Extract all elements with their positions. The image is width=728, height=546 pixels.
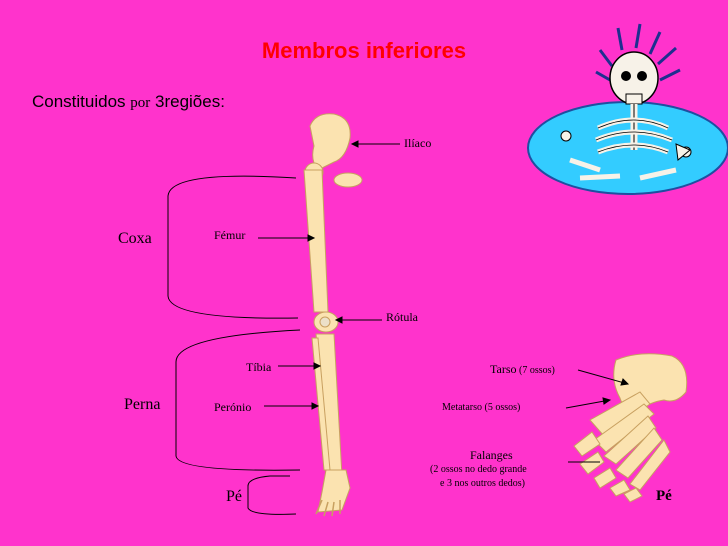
- region-coxa-label: Coxa: [118, 230, 152, 248]
- foot-pe-label: Pé: [656, 488, 672, 505]
- bone-label-tibia: Tíbia: [246, 360, 271, 375]
- foot-label-metatarso: Metatarso (5 ossos): [442, 402, 520, 413]
- page-title: Membros inferiores: [0, 38, 728, 64]
- region-perna-label: Perna: [124, 396, 160, 414]
- subtitle-prefix: Constituidos: [32, 92, 130, 111]
- bone-label-iliaco: Ilíaco: [404, 136, 431, 151]
- region-braces: [168, 176, 300, 514]
- foot-label-falanges-note1: (2 ossos no dedo grande: [430, 464, 527, 475]
- bone-label-rotula: Rótula: [386, 310, 418, 325]
- subtitle: Constituidos por 3regiões:: [32, 92, 225, 112]
- tarso-name: Tarso: [490, 362, 516, 376]
- foot-label-falanges: Falanges: [470, 448, 513, 463]
- leg-skeleton: [304, 114, 362, 516]
- foot-label-tarso: Tarso (7 ossos): [490, 362, 555, 377]
- region-pe-label: Pé: [226, 488, 242, 506]
- bone-label-peronio: Perónio: [214, 400, 251, 415]
- foot-label-falanges-note2: e 3 nos outros dedos): [440, 478, 525, 489]
- subtitle-suffix: 3regiões:: [150, 92, 225, 111]
- bone-label-femur: Fémur: [214, 228, 245, 243]
- subtitle-por: por: [130, 95, 150, 111]
- tarso-count: (7 ossos): [516, 365, 554, 376]
- foot-skeleton: [574, 354, 687, 502]
